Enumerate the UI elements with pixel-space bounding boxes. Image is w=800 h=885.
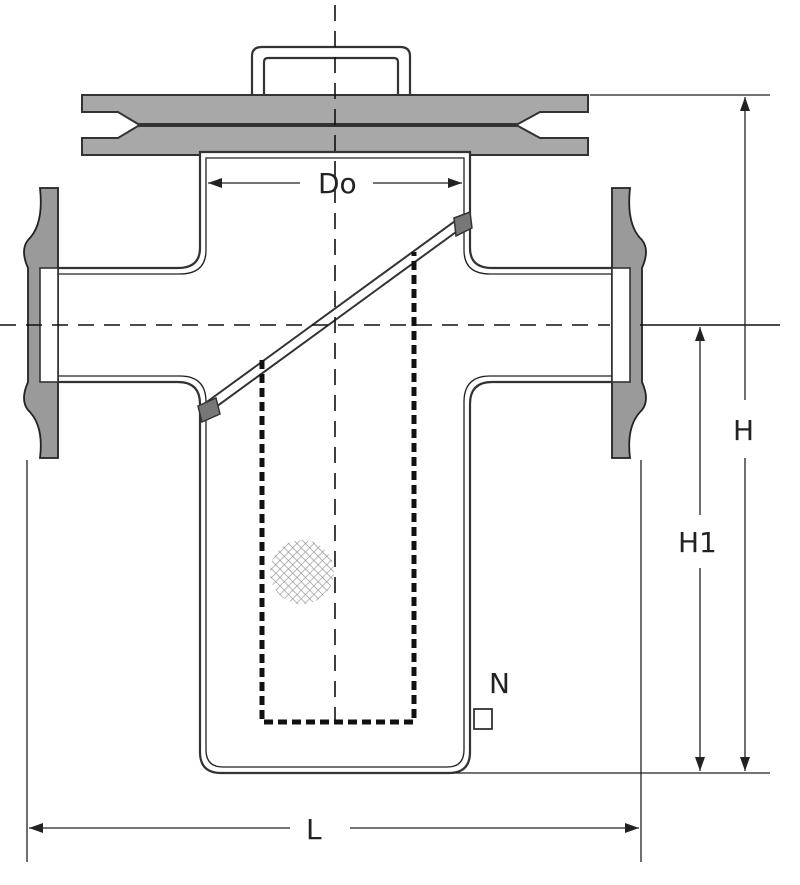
dimension-h xyxy=(590,94,770,771)
mesh-hatch xyxy=(270,540,334,604)
drain-port xyxy=(473,708,493,730)
label-l: L xyxy=(306,813,322,846)
label-h1: H1 xyxy=(678,526,717,559)
dimension-h1 xyxy=(695,327,705,771)
dimension-l xyxy=(26,460,642,862)
right-flange-face xyxy=(611,267,631,383)
diagonal-baffle xyxy=(197,210,473,424)
label-h: H xyxy=(733,414,754,447)
label-n: N xyxy=(489,667,510,700)
dimension-do xyxy=(208,178,462,188)
label-do: Do xyxy=(318,167,357,200)
filter-basket xyxy=(259,252,417,725)
